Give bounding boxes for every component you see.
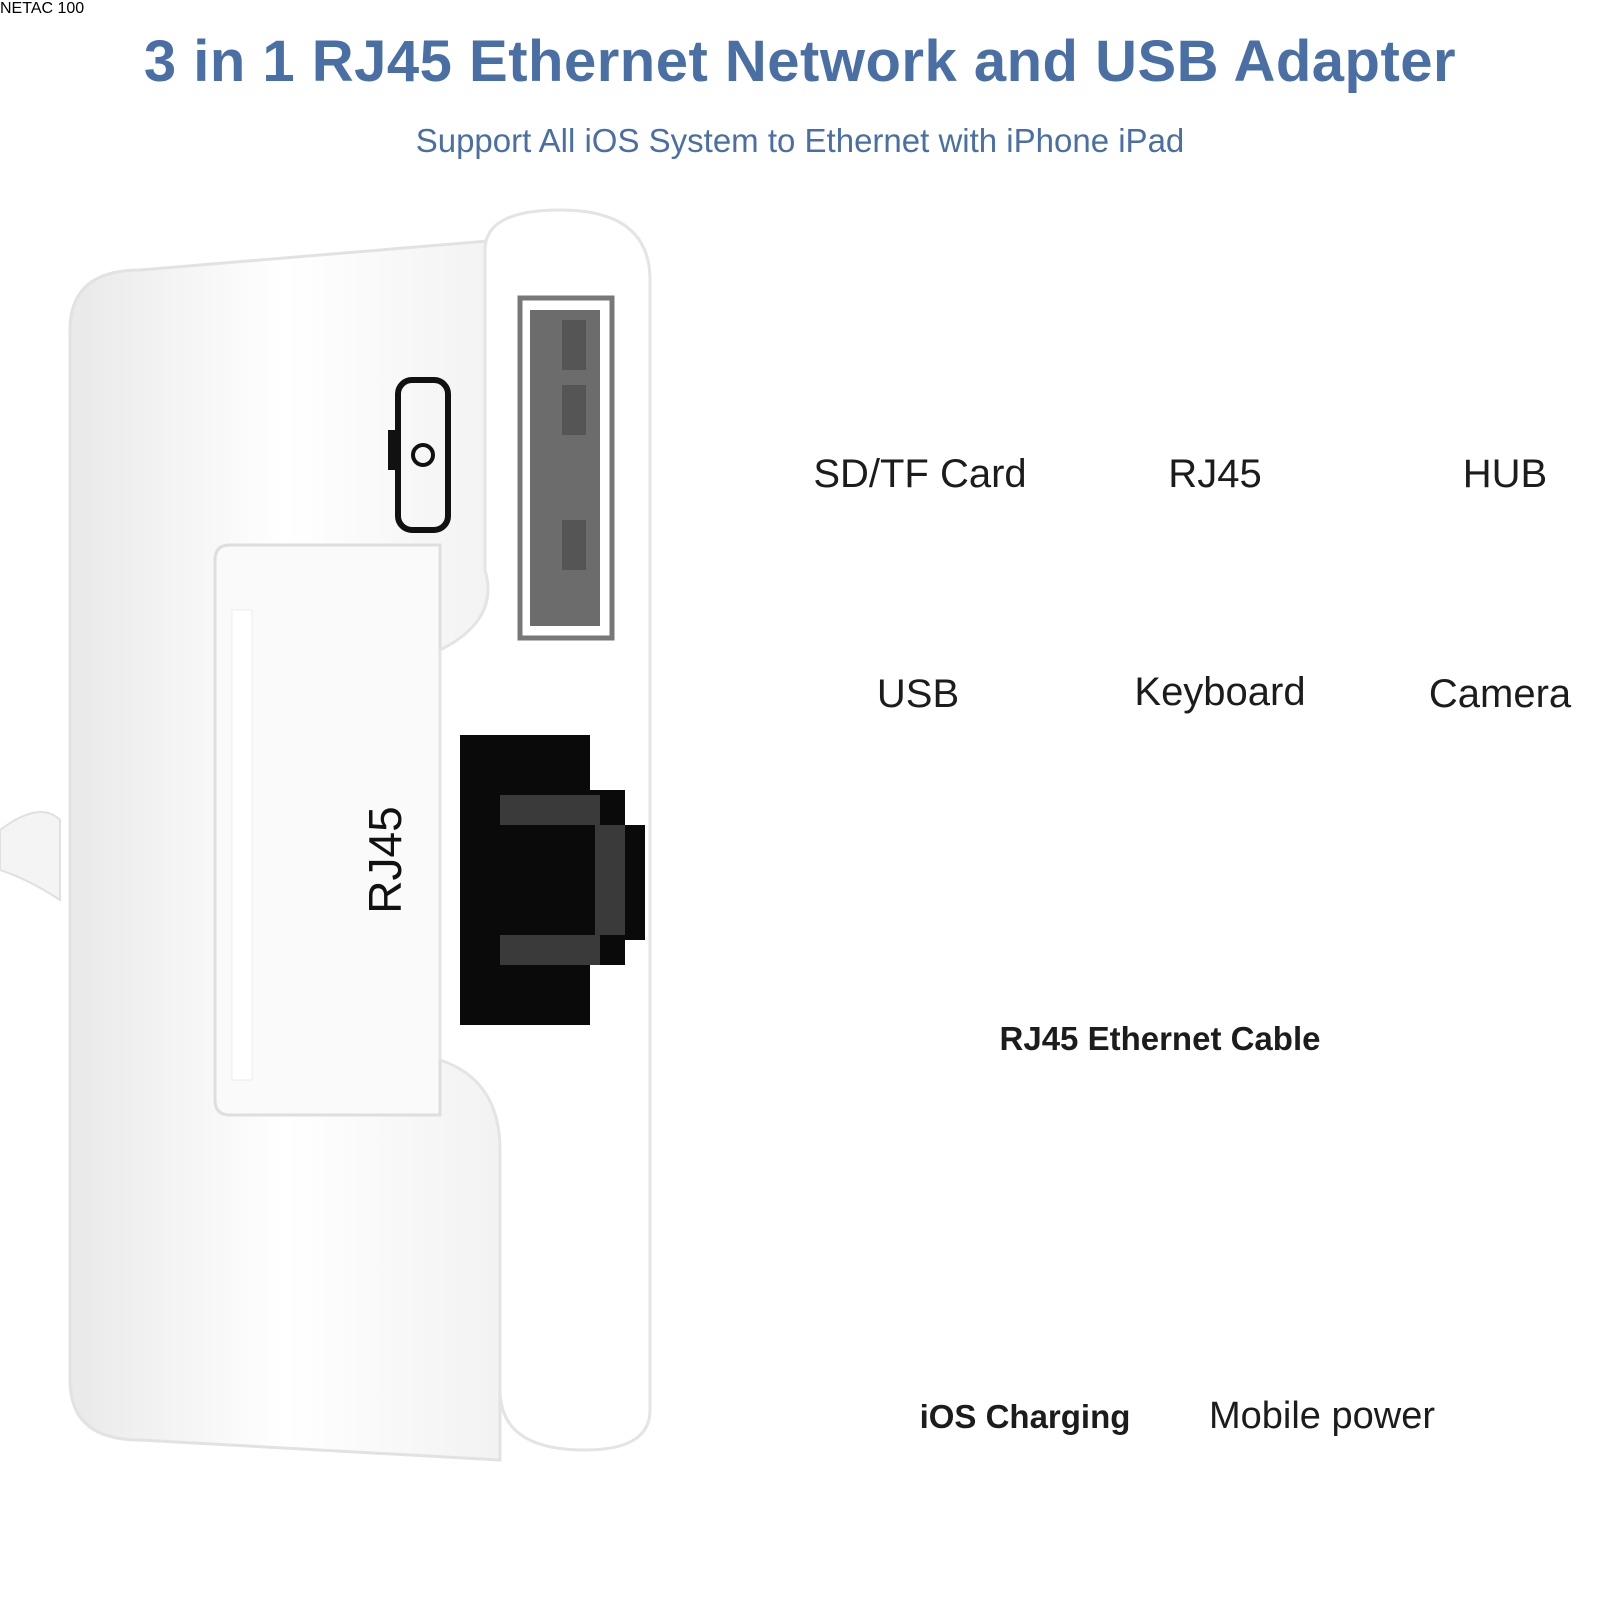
- label-camera: Camera: [1428, 672, 1572, 716]
- lightning-cable: [0, 811, 61, 902]
- iphone-camera-icon: [388, 377, 451, 533]
- label-rj45-dongle: RJ45: [1168, 452, 1262, 496]
- page-subtitle: Support All iOS System to Ethernet with …: [415, 122, 1185, 159]
- label-hub: HUB: [1462, 452, 1548, 496]
- rj45-port: [460, 735, 645, 1025]
- label-keyboard: Keyboard: [1134, 670, 1306, 714]
- usb-port: [517, 295, 615, 641]
- label-sd-tf-card: SD/TF Card: [813, 452, 1027, 496]
- label-mobile-power: Mobile power: [1209, 1395, 1435, 1437]
- label-ethernet-cable: RJ45 Ethernet Cable: [999, 1020, 1321, 1057]
- label-usb: USB: [876, 672, 960, 716]
- usb-flash-drive-icon: NETAC: [0, 0, 54, 17]
- power-bank-icon: 100: [57, 0, 85, 17]
- label-ios-charging: iOS Charging: [919, 1398, 1131, 1435]
- rj45-side-label: RJ45: [359, 806, 411, 914]
- page-title: 3 in 1 RJ45 Ethernet Network and USB Ada…: [143, 29, 1457, 94]
